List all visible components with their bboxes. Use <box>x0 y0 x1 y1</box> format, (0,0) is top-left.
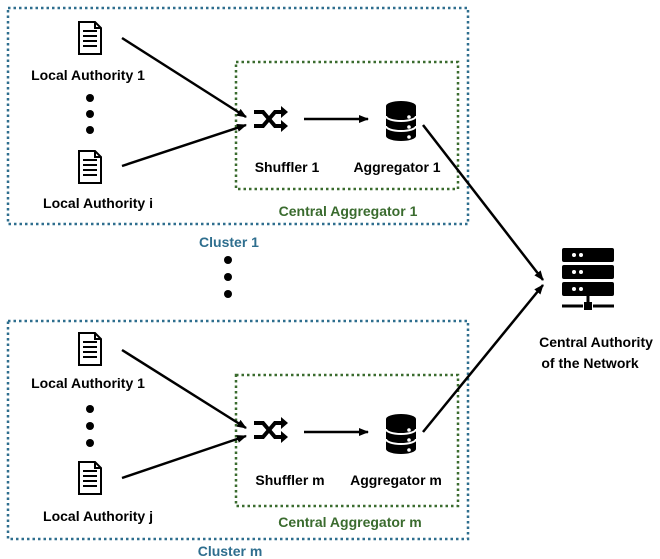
central-aggregator-1-label: Central Aggregator 1 <box>279 203 418 219</box>
ellipsis-dot <box>86 439 94 447</box>
document-icon <box>78 150 102 184</box>
arrow-local-to-shuffler <box>121 36 247 119</box>
central-aggregator-m-label: Central Aggregator m <box>278 514 421 530</box>
arrow-local-to-shuffler <box>121 434 247 480</box>
ellipsis-dot <box>86 110 94 118</box>
ellipsis-dot <box>224 273 232 281</box>
ellipsis-dot <box>224 290 232 298</box>
ellipsis-dot <box>224 256 232 264</box>
database-icon <box>385 100 417 142</box>
document-icon <box>78 461 102 495</box>
cluster-1-local-authority-last-label: Local Authority i <box>43 195 153 211</box>
central-aggregator-1-border <box>234 60 460 191</box>
central-authority-label-line1: Central Authority <box>539 334 653 350</box>
cluster-1-label: Cluster 1 <box>199 234 259 250</box>
server-icon <box>560 246 616 312</box>
cluster-m-local-authority-last-label: Local Authority j <box>43 508 153 524</box>
database-icon <box>385 413 417 455</box>
shuffle-icon <box>252 104 290 134</box>
document-icon <box>78 332 102 366</box>
cluster-1-local-authority-first-label: Local Authority 1 <box>31 67 145 83</box>
cluster-1-aggregator-label: Aggregator 1 <box>353 159 440 175</box>
cluster-m-label: Cluster m <box>198 543 263 559</box>
ellipsis-dot <box>86 126 94 134</box>
document-icon <box>78 21 102 55</box>
cluster-m: Local Authority 1 Local Authority j Shuf… <box>6 319 470 559</box>
cluster-m-aggregator-label: Aggregator m <box>350 472 442 488</box>
cluster-m-border <box>6 319 470 541</box>
cluster-m-shuffler-label: Shuffler m <box>255 472 324 488</box>
cluster-1-shuffler-label: Shuffler 1 <box>255 159 320 175</box>
arrow-aggregator-1-to-central-authority <box>422 124 544 281</box>
arrow-local-to-shuffler <box>121 123 247 168</box>
cluster-1-border <box>6 6 470 226</box>
arrow-aggregator-m-to-central-authority <box>422 284 544 433</box>
central-authority-label-line2: of the Network <box>541 355 638 371</box>
ellipsis-dot <box>86 422 94 430</box>
ellipsis-dot <box>86 405 94 413</box>
cluster-1: Local Authority 1 Local Authority i Shuf… <box>6 6 470 250</box>
ellipsis-dot <box>86 94 94 102</box>
arrow-local-to-shuffler <box>121 348 247 430</box>
cluster-m-local-authority-first-label: Local Authority 1 <box>31 375 145 391</box>
shuffle-icon <box>252 415 290 445</box>
